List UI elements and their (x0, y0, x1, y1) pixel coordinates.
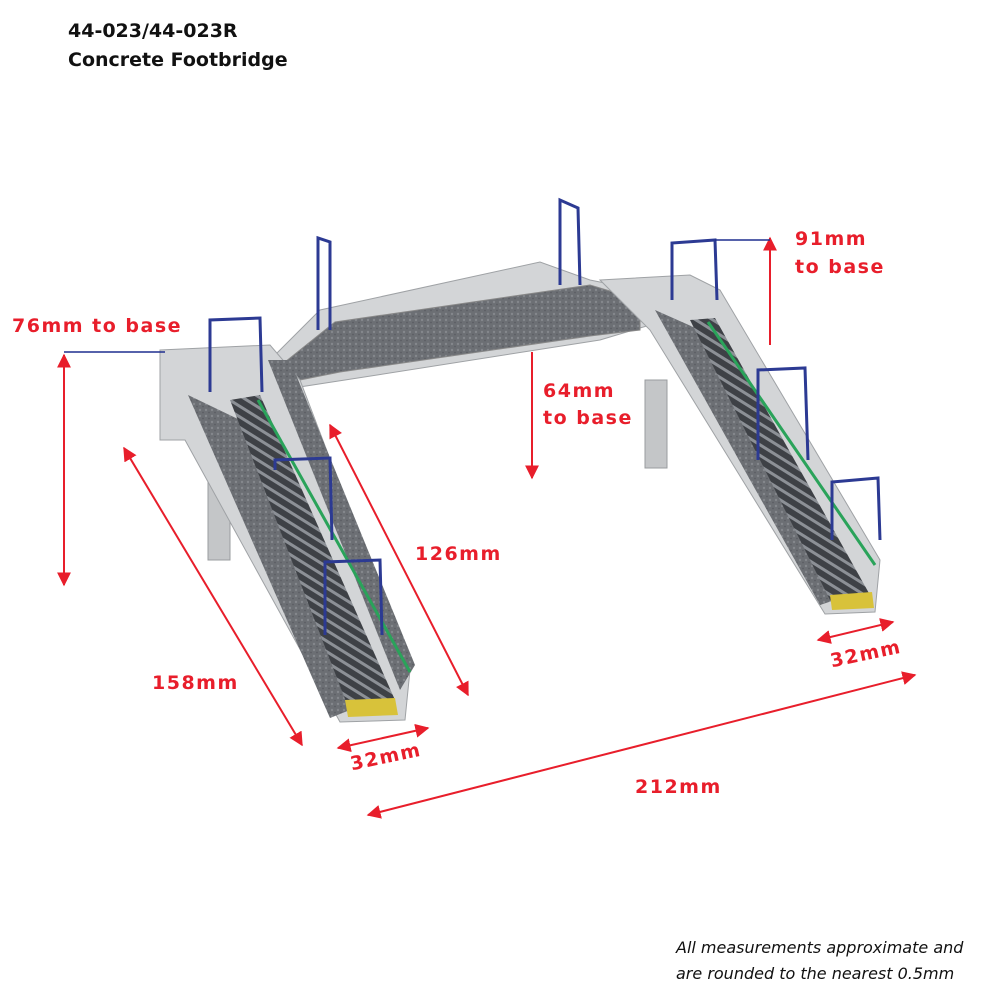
product-name: Concrete Footbridge (68, 49, 288, 71)
left-stair-length-label: 126mm (415, 543, 502, 565)
span-height-label-line2: to base (543, 407, 633, 429)
footnote-line-2: are rounded to the nearest 0.5mm (676, 964, 955, 983)
right-height-label-line2: to base (795, 256, 885, 278)
left-stair (159, 344, 415, 723)
bridge-span (274, 261, 651, 391)
right-height-label-line1: 91mm (795, 228, 868, 250)
footnote-line-1: All measurements approximate and (676, 938, 964, 957)
dimension-arrows (57, 236, 917, 819)
right-stair (598, 274, 881, 615)
product-code: 44-023/44-023R (68, 20, 238, 42)
left-depth-label: 158mm (152, 672, 239, 694)
left-height-label: 76mm to base (12, 315, 183, 337)
overall-width-label: 212mm (635, 776, 722, 798)
span-height-label-line1: 64mm (543, 380, 616, 402)
leader-lines (64, 239, 770, 353)
